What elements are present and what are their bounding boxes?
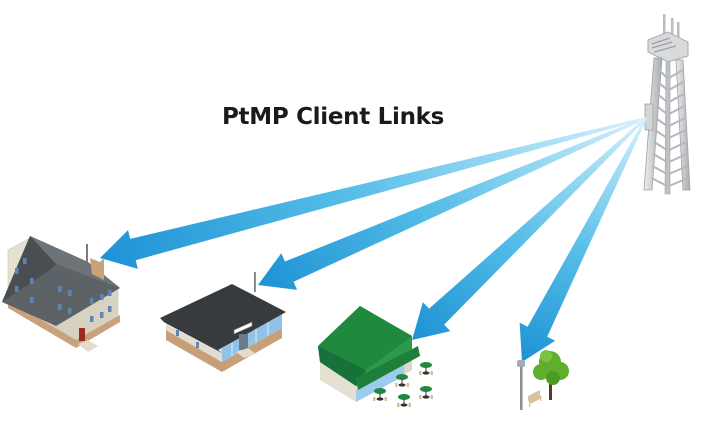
house-antenna-icon: [86, 244, 88, 262]
tower-antenna: [663, 14, 666, 36]
link-arrow-house: [100, 117, 647, 269]
tower-brace: [668, 141, 687, 151]
cafe-table-icon: [395, 374, 409, 387]
tower-brace: [654, 129, 668, 139]
tower-brace: [668, 165, 688, 175]
house-steps: [78, 340, 98, 352]
cafe-table-icon: [419, 386, 433, 399]
tower-brace: [656, 105, 668, 115]
cafe-table-icon: [419, 362, 433, 375]
park-client-icon: [517, 350, 569, 410]
tower-brace: [668, 153, 688, 163]
office-roof-edge: [160, 318, 222, 353]
tower-leg: [675, 59, 691, 191]
link-arrow-park: [519, 117, 647, 362]
tower-brace: [656, 93, 668, 103]
cafe-roof-top: [318, 306, 412, 370]
tower-brace: [668, 93, 685, 103]
house-door: [79, 328, 85, 341]
office-glass-front: [222, 312, 282, 362]
office-antenna-icon: [254, 272, 256, 292]
cafe-tables: [373, 362, 433, 407]
house-roof-edge: [2, 236, 56, 302]
cafe-table-icon: [397, 394, 411, 407]
office-client-icon: [160, 272, 286, 372]
office-window: [196, 342, 199, 348]
lamp-post: [520, 364, 523, 410]
sector-antenna: [644, 103, 654, 131]
cafe-table-icon: [373, 388, 387, 401]
tower-brace: [668, 117, 686, 127]
tower-brace: [652, 153, 668, 163]
link-arrows: [100, 117, 647, 362]
tower-antenna: [677, 22, 680, 40]
tower-brace: [651, 177, 668, 187]
tower-brace: [668, 81, 684, 91]
tower-brace: [653, 141, 668, 151]
cafe-awning: [356, 346, 420, 390]
tower-brace: [668, 129, 687, 139]
radio-tower-icon: [643, 14, 691, 195]
cafe-roof-edge: [318, 346, 366, 386]
office-door: [239, 334, 248, 350]
lamp-client-radio-icon: [517, 360, 525, 367]
tower-brace: [658, 69, 668, 79]
tower-brace: [655, 117, 668, 127]
tower-brace: [651, 165, 668, 175]
tower-antenna: [671, 18, 674, 38]
house-client-icon: [2, 236, 120, 352]
tower-brace: [668, 177, 689, 187]
page-title: PtMP Client Links: [222, 104, 445, 130]
tree-trunk: [549, 378, 552, 400]
office-foundation: [166, 328, 282, 372]
tree-icon: [533, 350, 569, 385]
office-sign: [233, 321, 253, 335]
cafe-windows: [356, 364, 404, 402]
cafe-client-icon: [318, 306, 433, 407]
tower-brace: [657, 81, 668, 91]
tower-platform: [647, 31, 689, 63]
link-arrow-office: [258, 117, 647, 290]
bench-icon: [528, 390, 542, 407]
cafe-side-wall: [320, 360, 356, 402]
tower-brace: [668, 69, 684, 79]
office-roof: [160, 284, 286, 350]
office-steps: [236, 348, 256, 358]
link-arrow-cafe: [412, 117, 647, 340]
tower-brace: [668, 105, 685, 115]
house-foundation: [8, 300, 120, 348]
house-chimney: [90, 258, 104, 280]
house-windows: [15, 258, 112, 322]
office-window: [176, 330, 179, 336]
